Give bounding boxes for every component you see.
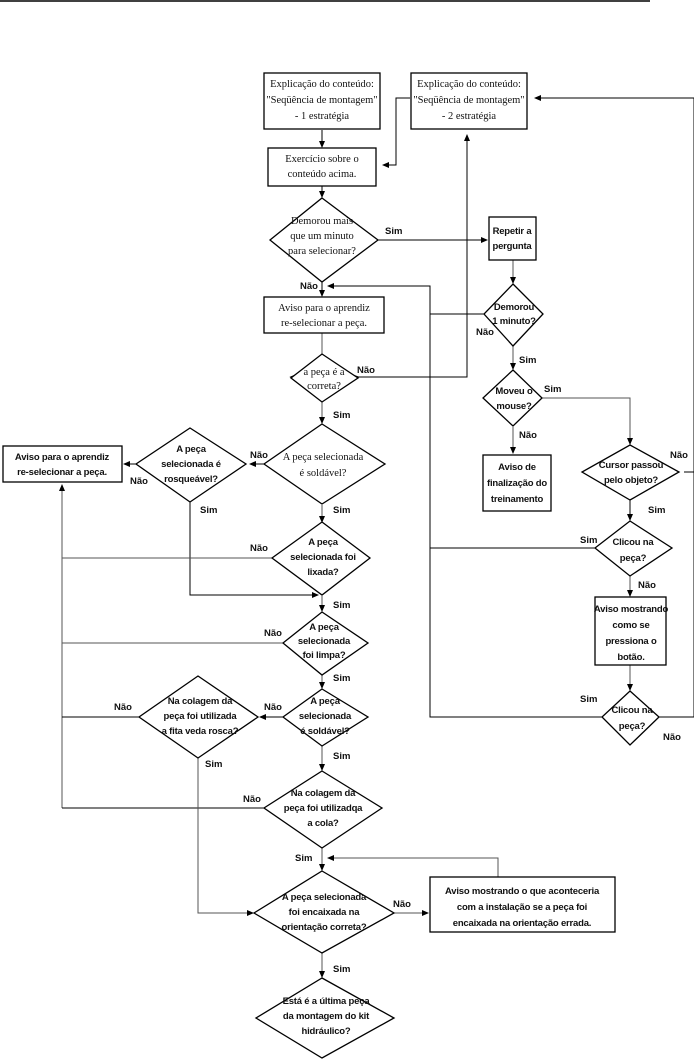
label-sim: Sim [333, 673, 350, 684]
label-sim: Sim [385, 226, 402, 237]
label-nao: Não [357, 365, 375, 376]
label-nao: Não [264, 702, 282, 713]
label-sim: Sim [544, 384, 561, 395]
edge-demorou1-nao-loop [327, 283, 485, 315]
label-nao: Não [300, 281, 318, 292]
label-nao: Não [519, 430, 537, 441]
edge-clicou2-sim [429, 548, 603, 718]
label-nao: Não [250, 450, 268, 461]
label-nao: Não [476, 327, 494, 338]
label-sim: Sim [333, 410, 350, 421]
label-sim: Sim [333, 964, 350, 975]
label-nao: Não [243, 794, 261, 805]
label-sim: Sim [580, 535, 597, 546]
label-sim: Sim [200, 505, 217, 516]
edge-fita-sim-orientacao [197, 757, 254, 916]
label-nao: Não [393, 899, 411, 910]
edge-correta-nao-explic2 [358, 134, 470, 378]
label-nao: Não [114, 702, 132, 713]
label-nao: Não [670, 450, 688, 461]
edge-labels: Sim Não Não Sim Não Sim Sim Não Não Não … [114, 226, 688, 975]
svg-text:Explicação do conteúdo:"Seqüên: Explicação do conteúdo:"Seqüência de mon… [413, 79, 524, 122]
edge-cursor-nao-explic2 [534, 95, 694, 473]
connectors [59, 95, 694, 978]
label-nao: Não [638, 580, 656, 591]
node-explic1: Explicação do conteúdo:"Seqüência de mon… [263, 72, 381, 130]
node-explic2: Explicação do conteúdo:"Seqüência de mon… [410, 72, 528, 130]
label-sim: Sim [519, 355, 536, 366]
edge-aviso-orientacao-loop [327, 855, 499, 877]
label-sim: Sim [580, 694, 597, 705]
label-sim: Sim [295, 853, 312, 864]
label-sim: Sim [333, 505, 350, 516]
label-sim: Sim [648, 505, 665, 516]
label-nao: Não [130, 476, 148, 487]
edge-moveu-sim-cursor [542, 397, 633, 445]
edge-rosqueavel-sim [189, 502, 319, 598]
edge-clicou2-nao [659, 472, 694, 718]
label-sim: Sim [333, 600, 350, 611]
label-nao: Não [250, 543, 268, 554]
label-nao: Não [663, 732, 681, 743]
edge-explic2-exercicio [382, 97, 410, 168]
label-nao: Não [264, 628, 282, 639]
label-sim: Sim [205, 759, 222, 770]
label-sim: Sim [333, 751, 350, 762]
svg-text:Explicação do conteúdo:"Seqüên: Explicação do conteúdo:"Seqüência de mon… [266, 79, 377, 122]
